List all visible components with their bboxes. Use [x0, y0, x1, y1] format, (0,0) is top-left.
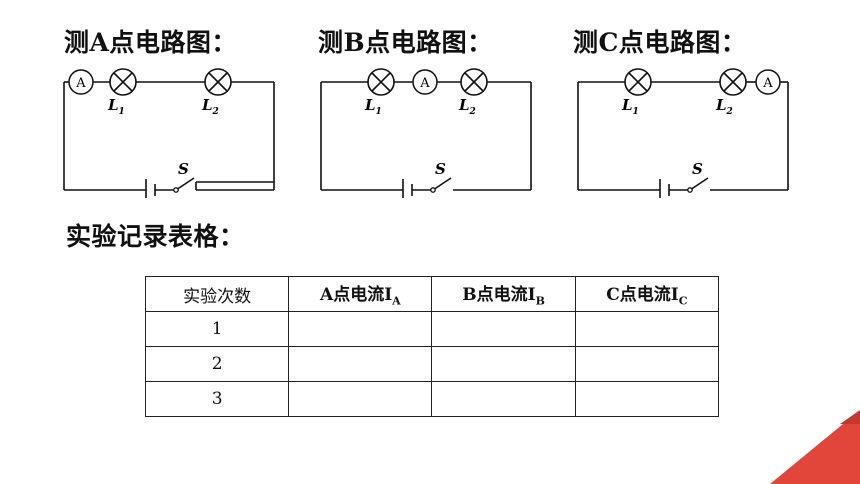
svg-text:L1: L1 [621, 96, 639, 117]
ammeter-label: A [419, 76, 430, 91]
lamp-l1-icon [367, 68, 395, 96]
circuit-b-diagram: L1 A L2 S [309, 58, 549, 198]
lamp-l1-icon [109, 68, 137, 96]
lamp-l2-label: L [201, 96, 213, 114]
lamp-l1-sub: 1 [119, 107, 125, 117]
lamp-l2-label: L [715, 96, 727, 114]
table-cell-ic [574, 381, 720, 417]
svg-text:L2: L2 [458, 96, 476, 117]
circuit-c-diagram: L1 L2 A S [566, 58, 806, 198]
lamp-l2-icon [460, 68, 488, 96]
record-table: 实验次数 A点电流IA B点电流IB C点电流IC 1 2 3 [144, 276, 720, 417]
table-cell-ib [431, 381, 576, 417]
lamp-l2-sub: 2 [212, 107, 219, 117]
lamp-l2-icon [204, 68, 232, 96]
table-cell-ic [574, 311, 720, 347]
svg-text:L2: L2 [201, 96, 219, 117]
table-cell-ib [431, 311, 576, 347]
circuit-c-heading: 测C点电路图： [573, 28, 747, 57]
svg-text:L1: L1 [364, 96, 382, 117]
table-cell-ic [574, 346, 720, 382]
lamp-l1-label: L [364, 96, 376, 114]
lamp-l2-icon [719, 68, 747, 96]
table-title: 实验记录表格： [66, 222, 245, 251]
header-current-c: C点电流IC [574, 276, 720, 312]
ammeter-icon: A [412, 69, 438, 95]
circuit-a-heading: 测A点电路图： [64, 28, 237, 57]
lamp-l1-sub: 1 [376, 107, 382, 117]
lamp-l1-label: L [107, 96, 119, 114]
table-row: 3 [144, 381, 720, 417]
circuit-b-heading: 测B点电路图： [318, 28, 493, 57]
table-row: 2 [144, 346, 720, 382]
switch-label: S [178, 160, 189, 178]
table-header-row: 实验次数 A点电流IA B点电流IB C点电流IC [144, 276, 720, 312]
lamp-l2-label: L [458, 96, 470, 114]
circuit-a-diagram: A L1 L2 S [52, 58, 292, 198]
ammeter-icon: A [755, 69, 781, 95]
header-trial-number: 实验次数 [144, 276, 290, 312]
table-cell-ia [288, 381, 433, 417]
svg-text:L2: L2 [715, 96, 733, 117]
header-current-a: A点电流IA [288, 276, 433, 312]
lamp-l1-icon [624, 68, 652, 96]
switch-label: S [435, 160, 446, 178]
table-cell-trial: 1 [144, 311, 290, 347]
corner-accent-decoration [770, 410, 860, 484]
lamp-l2-sub: 2 [469, 107, 476, 117]
ammeter-label: A [75, 76, 86, 91]
table-cell-ia [288, 346, 433, 382]
ammeter-icon: A [68, 69, 94, 95]
svg-text:L1: L1 [107, 96, 125, 117]
table-cell-ia [288, 311, 433, 347]
table-cell-ib [431, 346, 576, 382]
table-row: 1 [144, 311, 720, 347]
header-current-b: B点电流IB [431, 276, 576, 312]
table-cell-trial: 2 [144, 346, 290, 382]
table-cell-trial: 3 [144, 381, 290, 417]
lamp-l2-sub: 2 [726, 107, 733, 117]
lamp-l1-label: L [621, 96, 633, 114]
switch-label: S [692, 160, 703, 178]
ammeter-label: A [762, 76, 773, 91]
lamp-l1-sub: 1 [633, 107, 639, 117]
